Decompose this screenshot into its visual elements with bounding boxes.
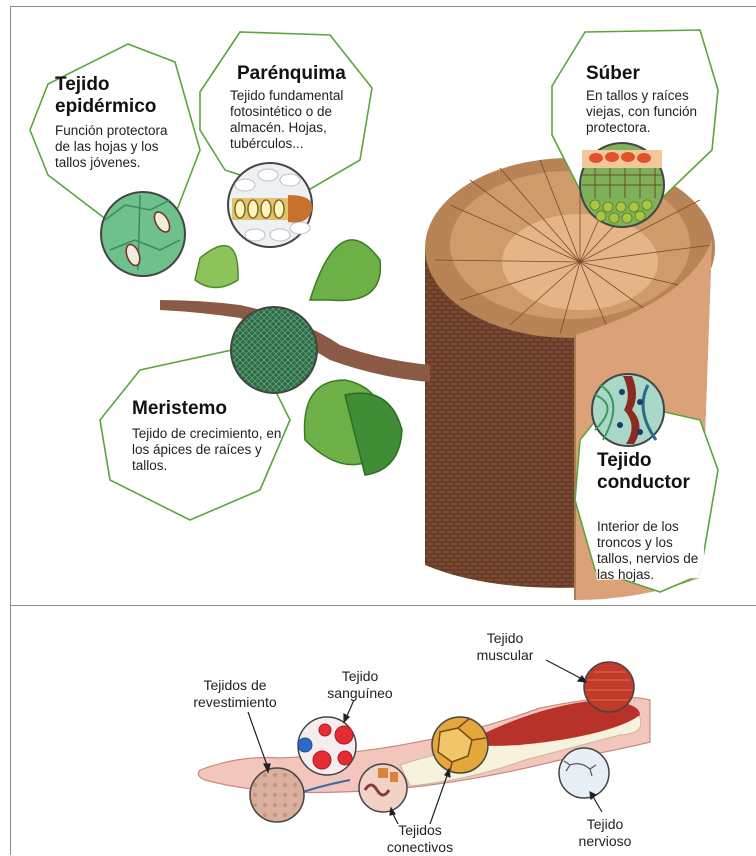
label-muscular: Tejido muscular <box>460 630 550 664</box>
suber-title: Súber <box>586 63 696 85</box>
parenquima-title: Parénquima <box>237 63 367 85</box>
inset-parenquima <box>228 163 312 247</box>
meristemo-title: Meristemo <box>132 398 262 420</box>
inset-sanguineo <box>298 717 356 775</box>
inset-muscular <box>584 662 634 712</box>
label-nervioso: Tejido nervioso <box>565 816 645 850</box>
label-revestimiento: Tejidos de revestimiento <box>175 677 295 711</box>
inset-conectivo <box>359 764 407 812</box>
conductor-title: Tejido conductor <box>597 450 702 494</box>
epidermico-title: Tejido epidérmico <box>55 74 195 118</box>
epidermico-desc: Función protectora de las hojas y los ta… <box>55 123 185 171</box>
parenquima-desc: Tejido fundamental fotosintético o de al… <box>230 88 370 152</box>
meristemo-desc: Tejido de crecimiento, en los ápices de … <box>132 426 282 474</box>
conductor-desc: Interior de los troncos y los tallos, ne… <box>597 519 702 583</box>
label-sanguineo: Tejido sanguíneo <box>320 668 400 702</box>
inset-conectivo-hueso <box>432 717 488 773</box>
inset-suber <box>580 143 664 227</box>
inset-epidermico <box>101 192 185 276</box>
inset-conductor <box>592 374 664 446</box>
suber-desc: En tallos y raíces viejas, con función p… <box>586 88 714 136</box>
inset-revestimiento <box>250 768 304 822</box>
label-conectivos: Tejidos conectivos <box>370 822 470 856</box>
inset-meristemo <box>231 307 317 393</box>
inset-nervioso <box>559 748 609 798</box>
